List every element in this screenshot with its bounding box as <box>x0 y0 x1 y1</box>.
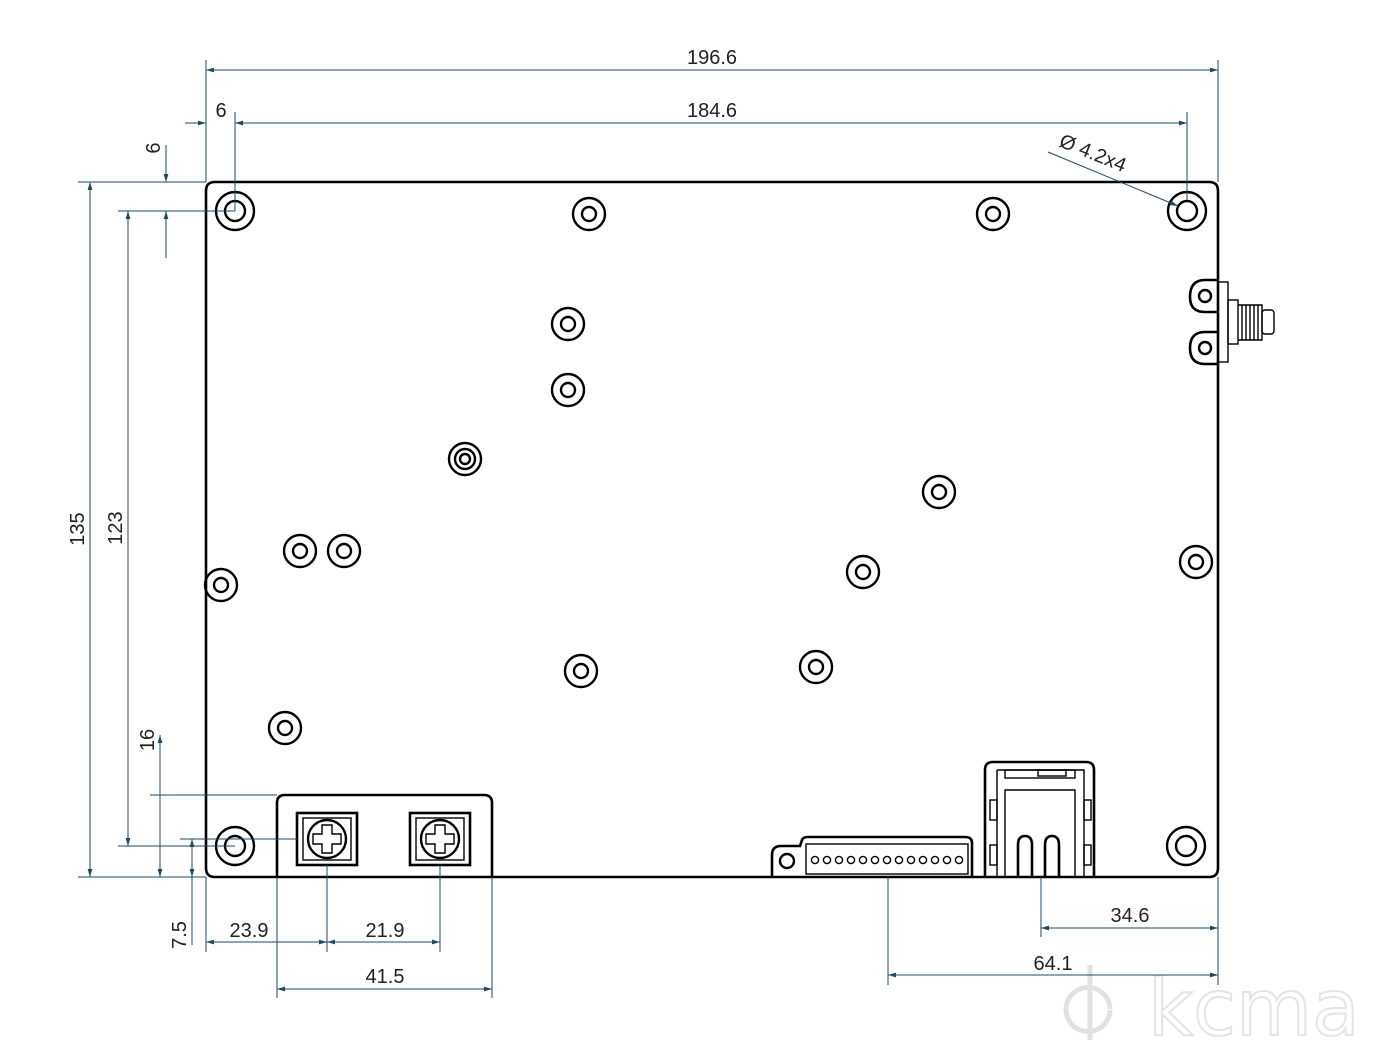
rj45-connector <box>983 760 1096 877</box>
board-outline <box>204 180 1220 879</box>
standoff <box>326 533 362 569</box>
dimension-hole-span-vertical: 123 <box>105 211 235 847</box>
standoff <box>267 710 303 746</box>
dimension-terminal-positions: 23.9 21.9 <box>205 865 441 952</box>
hole-callout: Ø 4.2x4 <box>1047 130 1179 207</box>
sma-connector <box>1188 278 1275 366</box>
terminal-block <box>275 793 494 877</box>
dimension-header-offset: 64.1 <box>887 877 1218 985</box>
standoff <box>563 653 599 689</box>
standoff <box>975 196 1011 232</box>
terminal-screw-2 <box>408 811 472 867</box>
standoff <box>1178 544 1214 580</box>
svg-text:21.9: 21.9 <box>366 920 405 942</box>
dimension-terminal-offset-bottom: 7.5 <box>169 838 297 949</box>
standoff <box>571 196 607 232</box>
watermark: kcma <box>1063 963 1361 1053</box>
svg-text:Ø 4.2x4: Ø 4.2x4 <box>1056 130 1129 177</box>
standoff <box>282 533 318 569</box>
svg-text:6: 6 <box>143 142 165 153</box>
svg-text:135: 135 <box>67 512 89 545</box>
watermark-logo-icon <box>1063 965 1113 1040</box>
header-pins <box>810 855 964 865</box>
dimension-terminal-block-width: 41.5 <box>276 877 493 998</box>
svg-text:123: 123 <box>105 511 127 544</box>
svg-text:34.6: 34.6 <box>1111 905 1150 927</box>
dimension-terminal-height: 16 <box>137 729 277 878</box>
watermark-text: kcma <box>1148 964 1360 1053</box>
standoff <box>845 554 881 590</box>
standoff <box>550 306 586 342</box>
standoff <box>921 474 957 510</box>
dimension-hole-offset-top: 6 <box>78 142 235 258</box>
dimension-rj45-offset: 34.6 <box>1040 877 1219 985</box>
svg-text:184.6: 184.6 <box>687 100 737 122</box>
standoffs <box>203 196 1214 746</box>
svg-text:41.5: 41.5 <box>366 966 405 988</box>
svg-text:196.6: 196.6 <box>687 47 737 69</box>
pin-header <box>770 835 974 877</box>
svg-text:6: 6 <box>215 100 226 122</box>
terminal-screw-1 <box>295 811 359 867</box>
svg-text:16: 16 <box>137 729 159 751</box>
svg-text:7.5: 7.5 <box>169 921 191 949</box>
dimension-hole-span: 184.6 <box>234 100 1188 211</box>
standoff <box>798 649 834 685</box>
dimension-overall-height: 135 <box>67 182 206 878</box>
svg-text:23.9: 23.9 <box>230 920 269 942</box>
standoff <box>550 372 586 408</box>
mounting-holes <box>214 190 1208 867</box>
dimension-hole-offset-left: 6 <box>185 100 227 126</box>
svg-text:64.1: 64.1 <box>1034 953 1073 975</box>
standoff <box>447 441 483 477</box>
mounting-hole-bottom-right <box>1165 825 1207 867</box>
dimension-overall-width: 196.6 <box>205 47 1219 182</box>
standoff <box>203 567 239 603</box>
